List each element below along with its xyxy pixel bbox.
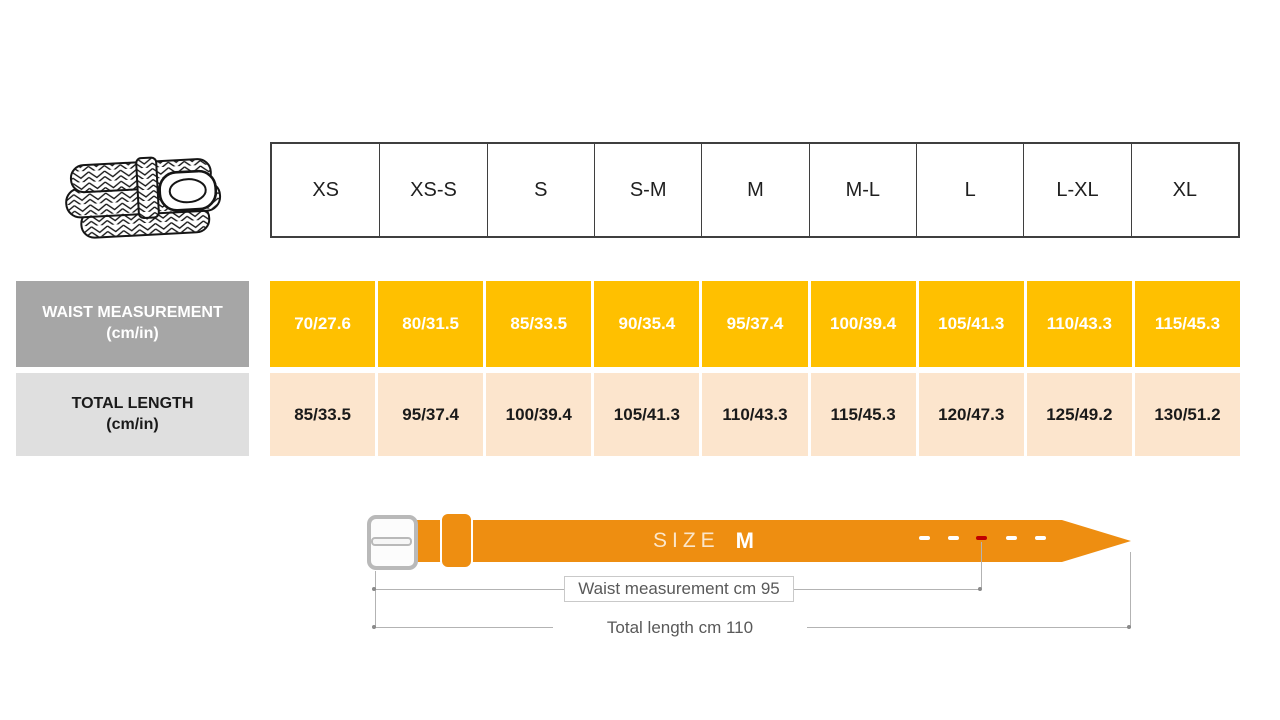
- size-header-cell: XL: [1130, 144, 1238, 236]
- waist-value-cell: 90/35.4: [594, 281, 700, 367]
- total-length-label-unit: (cm/in): [106, 415, 159, 433]
- belt-keeper-loop: [440, 512, 473, 569]
- size-header-cell: M: [701, 144, 808, 236]
- length-value-cell: 130/51.2: [1134, 373, 1240, 456]
- waist-value-cell: 80/31.5: [378, 281, 484, 367]
- size-header-cell: M-L: [808, 144, 916, 236]
- waist-value-cell: 95/37.4: [702, 281, 808, 367]
- belt-buckle-prong: [371, 537, 412, 546]
- size-header-cell: S: [486, 144, 594, 236]
- size-header-cell: L: [916, 144, 1023, 236]
- length-value-cell: 100/39.4: [486, 373, 592, 456]
- waist-value-cell: 105/41.3: [918, 281, 1024, 367]
- length-value-cell: 120/47.3: [918, 373, 1024, 456]
- size-header-cell: S-M: [594, 144, 701, 236]
- waist-annotation-box: Waist measurement cm 95: [564, 576, 794, 602]
- waist-row-label-unit: (cm/in): [106, 325, 159, 342]
- total-length-label-text: TOTAL LENGTH: [71, 394, 194, 412]
- measure-dot: [372, 625, 376, 629]
- total-length-row: 85/33.5 95/37.4 100/39.4 105/41.3 110/43…: [270, 373, 1240, 456]
- size-header-cell: XS-S: [379, 144, 486, 236]
- size-header-cell: XS: [312, 178, 339, 201]
- belt-hole-highlighted: [976, 536, 987, 540]
- measure-dot: [978, 587, 982, 591]
- belt-hole: [1035, 536, 1046, 540]
- waist-value-cell: 85/33.5: [486, 281, 592, 367]
- waist-annotation-text: Waist measurement cm 95: [578, 579, 780, 598]
- length-value-cell: 110/43.3: [702, 373, 808, 456]
- size-label: SIZE: [652, 529, 720, 552]
- length-value-cell: 85/33.5: [270, 373, 376, 456]
- belt-size-text: SIZE M: [404, 520, 1004, 562]
- length-value-cell: 115/45.3: [810, 373, 916, 456]
- waist-value-cell: 110/43.3: [1026, 281, 1132, 367]
- hole-measure-line: [981, 542, 982, 588]
- waist-row-label-text: WAIST MEASUREMENT: [42, 304, 223, 322]
- size-header-cell: L-XL: [1023, 144, 1130, 236]
- length-value-cell: 95/37.4: [378, 373, 484, 456]
- measure-dot: [372, 587, 376, 591]
- waist-value-cell: 115/45.3: [1134, 281, 1240, 367]
- waist-value-cell: 100/39.4: [810, 281, 916, 367]
- belt-hole: [948, 536, 959, 540]
- size-value: M: [735, 528, 755, 553]
- tip-measure-line: [1130, 552, 1131, 628]
- size-header-row: XS XS-S S S-M M M-L L L-XL XL: [270, 142, 1240, 238]
- measure-dot: [1127, 625, 1131, 629]
- length-annotation-text: Total length cm 110: [553, 616, 807, 640]
- waist-value-cell: 70/27.6: [270, 281, 376, 367]
- length-value-cell: 105/41.3: [594, 373, 700, 456]
- belt-hole: [1006, 536, 1017, 540]
- waist-measurement-row: 70/27.6 80/31.5 85/33.5 90/35.4 95/37.4 …: [270, 281, 1240, 367]
- belt-hole: [919, 536, 930, 540]
- length-value-cell: 125/49.2: [1026, 373, 1132, 456]
- braided-belt-icon: [65, 156, 222, 239]
- buckle-measure-line: [375, 571, 376, 628]
- waist-row-label: WAIST MEASUREMENT (cm/in): [16, 281, 249, 367]
- belt-strap: [404, 520, 1131, 562]
- total-length-row-label: TOTAL LENGTH (cm/in): [16, 373, 249, 456]
